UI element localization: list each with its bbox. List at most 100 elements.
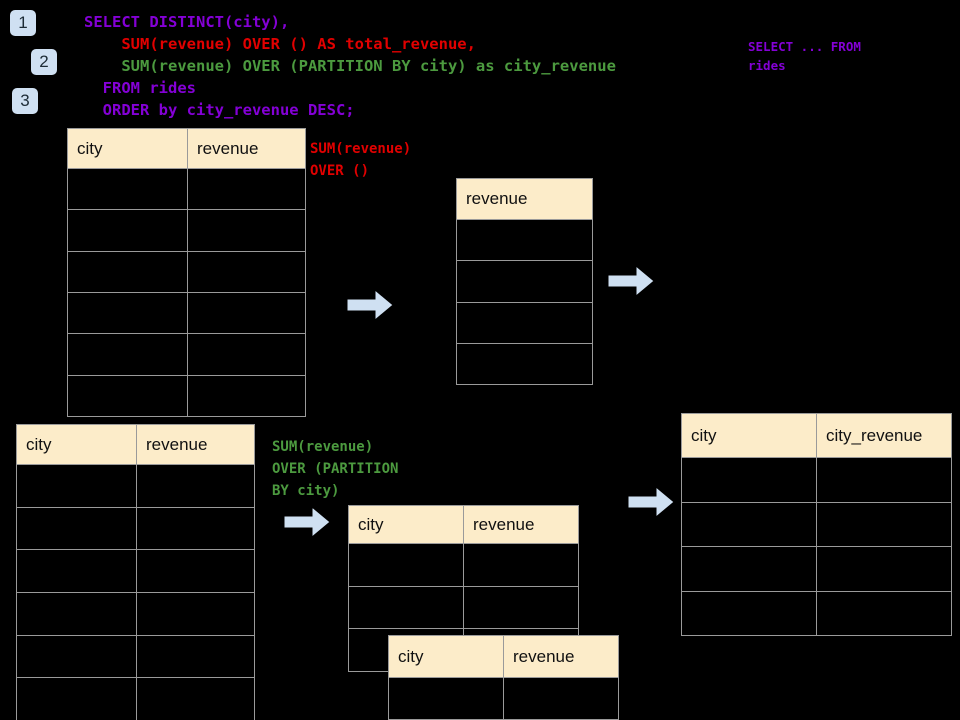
arrow-shape xyxy=(283,505,331,539)
sql-line-4: FROM rides xyxy=(84,79,196,97)
step-badge-1: 1 xyxy=(10,10,36,36)
annotation-select-from-rides: SELECT ... FROM rides xyxy=(748,39,861,73)
table-cell xyxy=(16,549,137,593)
table-cell xyxy=(388,677,504,720)
table-row xyxy=(348,585,579,630)
table-cell xyxy=(16,506,137,551)
table-row xyxy=(456,342,593,386)
table-cell xyxy=(136,677,255,720)
column-header-revenue: revenue xyxy=(456,178,593,220)
table-cell xyxy=(681,546,817,592)
table-cell xyxy=(16,677,137,720)
arrow-shape xyxy=(627,485,675,519)
table-cell xyxy=(187,209,306,252)
column-header-city_revenue: city_revenue xyxy=(816,413,952,458)
table-cell xyxy=(16,634,137,679)
table-cell xyxy=(816,546,952,592)
table-cell xyxy=(67,209,188,252)
table-cell xyxy=(136,506,255,551)
table-row xyxy=(456,218,593,262)
table-cell xyxy=(816,590,952,636)
arrow-icon-arrow-total-to-result xyxy=(607,264,655,298)
table-row xyxy=(67,333,306,376)
arrow-icon-arrow-source-to-total xyxy=(346,288,394,322)
arrow-icon-arrow-source2-to-groups xyxy=(283,505,331,539)
table-row xyxy=(681,590,952,636)
table-row xyxy=(16,591,255,636)
table-row xyxy=(681,457,952,503)
step-badge-3: 3 xyxy=(12,88,38,114)
table-cell xyxy=(187,333,306,376)
table-row xyxy=(456,301,593,344)
table-cell xyxy=(67,333,188,376)
table-cell xyxy=(456,218,593,262)
table-row xyxy=(388,677,619,720)
annotation-sum-over-empty: SUM(revenue) OVER () xyxy=(310,141,412,179)
table-cell xyxy=(16,591,137,636)
table-cell xyxy=(67,250,188,293)
table-cell xyxy=(816,501,952,547)
table-cell xyxy=(816,457,952,503)
table-cell xyxy=(348,543,464,587)
table-cell xyxy=(456,260,593,303)
arrow-icon-arrow-groups-to-result xyxy=(627,485,675,519)
table-row xyxy=(67,250,306,293)
step-badge-2: 2 xyxy=(31,49,57,75)
column-header-city: city xyxy=(348,505,464,544)
table-header-row: revenue xyxy=(456,178,593,220)
table-cell xyxy=(456,301,593,344)
table-cell xyxy=(463,585,579,630)
table-cell xyxy=(348,585,464,630)
column-header-revenue: revenue xyxy=(503,635,619,678)
column-header-revenue: revenue xyxy=(463,505,579,544)
table-cell xyxy=(67,374,188,417)
table-cell xyxy=(136,634,255,679)
arrow-shape xyxy=(607,264,655,298)
column-header-city: city xyxy=(16,424,137,465)
column-header-city: city xyxy=(681,413,817,458)
table-cell xyxy=(187,250,306,293)
table-cell xyxy=(456,342,593,386)
table-cell xyxy=(136,464,255,508)
table-cell xyxy=(503,677,619,720)
arrow-shape xyxy=(346,288,394,322)
table-row xyxy=(348,543,579,587)
table-cell xyxy=(136,549,255,593)
table-cell xyxy=(67,167,188,211)
table-row xyxy=(456,260,593,303)
table-row xyxy=(16,677,255,720)
column-header-city: city xyxy=(388,635,504,678)
table-row xyxy=(16,506,255,551)
table-cell xyxy=(187,167,306,211)
table-cell xyxy=(67,291,188,335)
table-cell xyxy=(681,457,817,503)
table-cell xyxy=(463,543,579,587)
table-row xyxy=(681,501,952,547)
table-row xyxy=(67,167,306,211)
table-cell xyxy=(16,464,137,508)
table-row xyxy=(67,374,306,417)
annotation-sum-over-partition: SUM(revenue) OVER (PARTITION BY city) xyxy=(272,439,399,499)
sql-line-5: ORDER by city_revenue DESC; xyxy=(84,101,355,119)
table-cell xyxy=(681,501,817,547)
table-row xyxy=(67,209,306,252)
column-header-city: city xyxy=(67,128,188,169)
table-cell xyxy=(136,591,255,636)
table-row xyxy=(681,546,952,592)
table-cell xyxy=(681,590,817,636)
table-total-revenue-table: revenue xyxy=(456,178,593,386)
table-row xyxy=(67,291,306,335)
table-row xyxy=(16,549,255,593)
table-cell xyxy=(187,374,306,417)
sql-query-block: SELECT DISTINCT(city), SUM(revenue) OVER… xyxy=(84,11,616,121)
sql-line-1: SELECT DISTINCT(city), xyxy=(84,13,290,31)
table-cell xyxy=(187,291,306,335)
